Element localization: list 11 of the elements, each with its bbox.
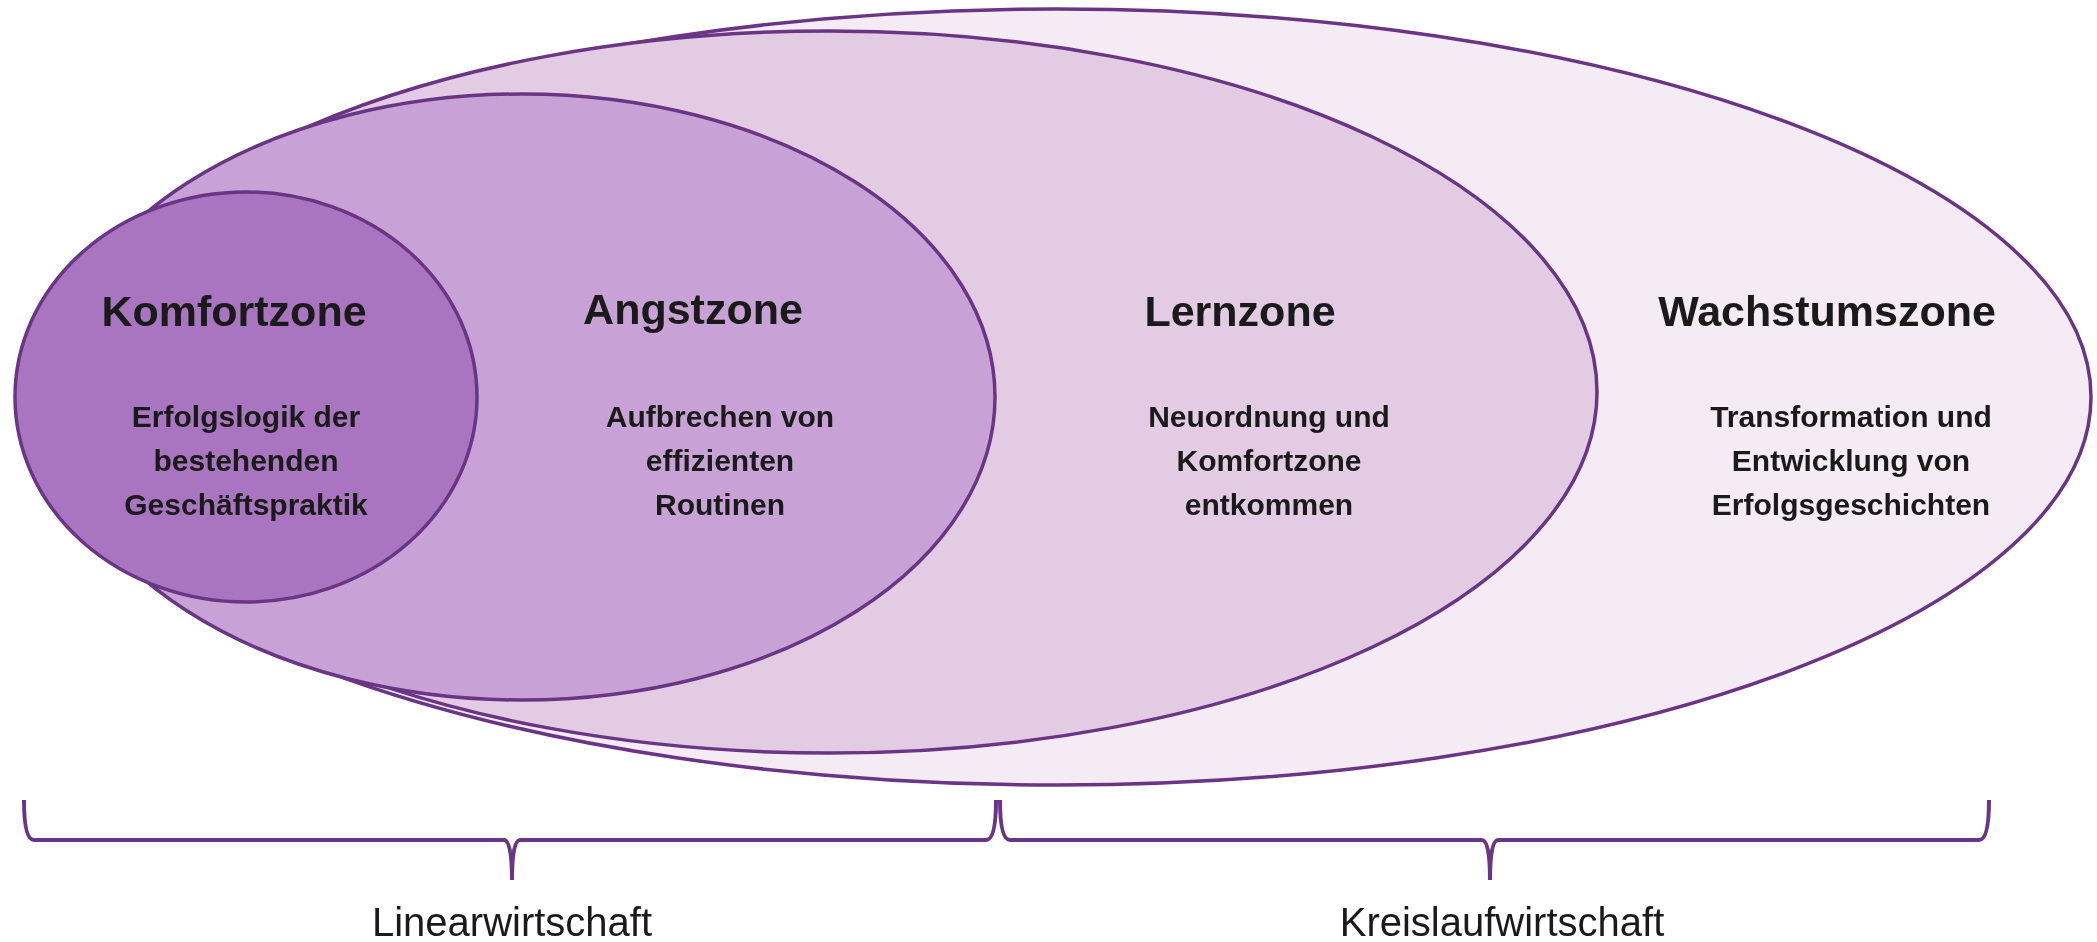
zone-description: Aufbrechen von effizienten Routinen [604,399,836,523]
zone-title: Komfortzone [101,286,367,336]
zone-ellipse [13,190,479,604]
bracket-label: Linearwirtschaft [371,899,653,942]
zone-description: Transformation und Entwicklung von Erfolgsgeschichten [1709,399,1993,523]
zone-description: Neuordnung und Komfortzone entkommen [1147,399,1391,523]
zone-title: Wachstumszone [1658,286,1996,336]
zone-title: Angstzone [583,284,803,334]
bracket-label: Kreislaufwirtschaft [1339,899,1665,942]
zone-description: Erfolgslogik der bestehenden Geschäftspraktik [123,399,369,523]
zone-title: Lernzone [1144,286,1336,336]
